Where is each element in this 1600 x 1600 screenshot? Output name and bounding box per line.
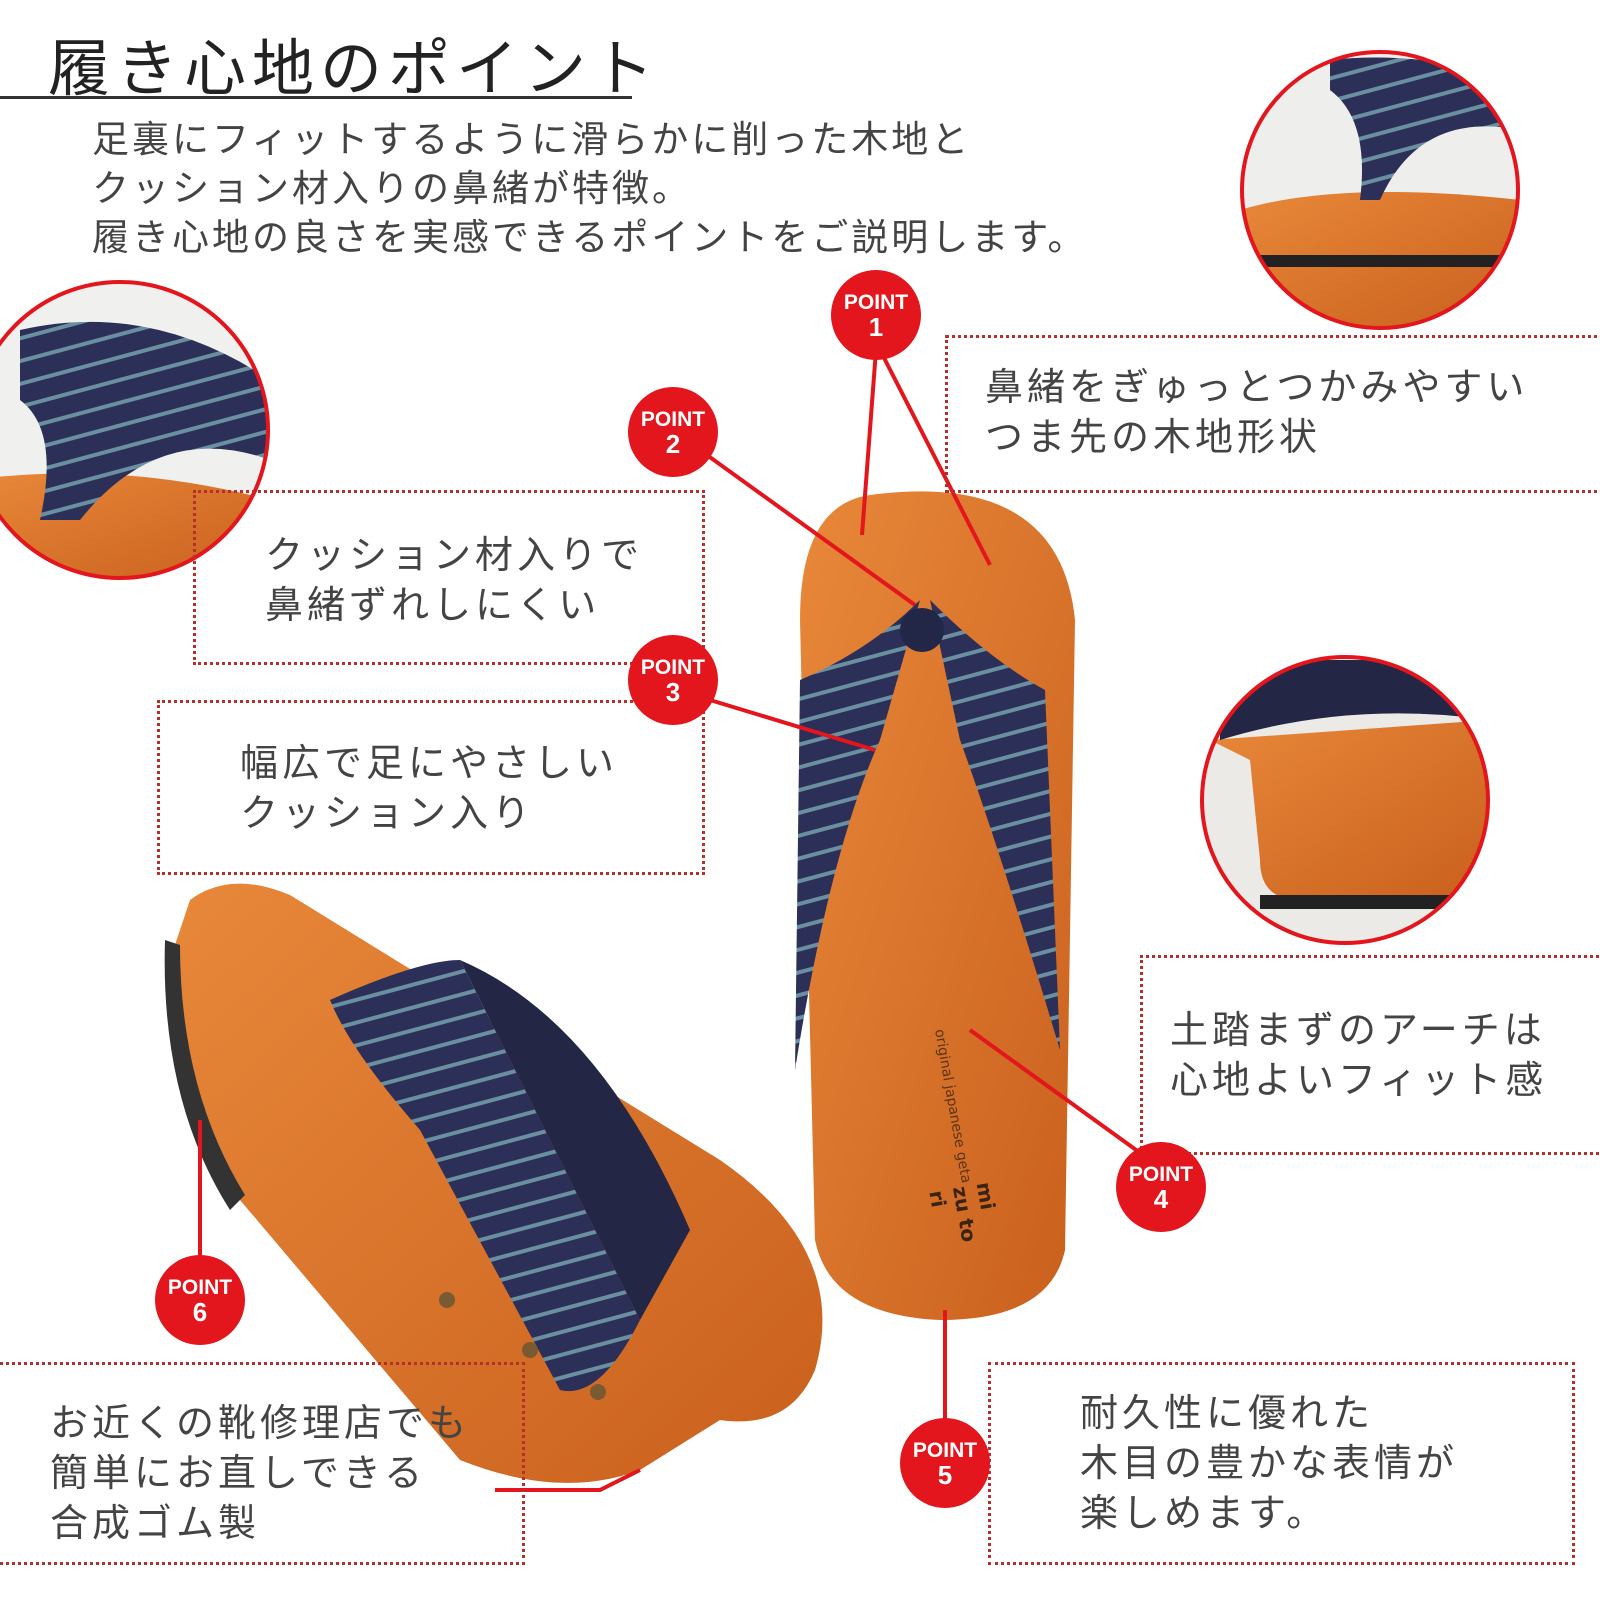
point-4-text: 土踏まずのアーチは心地よいフィット感 <box>1170 1008 1548 1102</box>
point-6-box <box>0 1362 525 1565</box>
point-3-text: 幅広で足にやさしいクッション入り <box>240 741 619 835</box>
point-4-box <box>1140 955 1600 1155</box>
point-3-box <box>157 700 705 875</box>
intro-line: 履き心地の良さを実感できるポイントをご説明します。 <box>92 216 1088 259</box>
intro-line: クッション材入りの鼻緒が特徴。 <box>92 167 692 210</box>
detail-photo-toe <box>1242 52 1518 328</box>
point-1-text: 鼻緒をぎゅっとつかみやすいつま先の木地形状 <box>985 365 1529 459</box>
point-1-box <box>945 335 1600 493</box>
title-underline <box>0 96 632 99</box>
point-2-box <box>193 490 705 665</box>
right-sandal: original japanese geta <box>795 491 1075 1320</box>
intro-text: 足裏にフィットするように滑らかに削った木地と クッション材入りの鼻緒が特徴。 履… <box>92 115 1088 262</box>
left-sandal <box>164 883 823 1483</box>
point-2-text: クッション材入りで鼻緒ずれしにくい <box>265 533 644 627</box>
detail-photo-heel <box>1202 657 1488 943</box>
leader-lines <box>198 349 1152 1492</box>
point-5-text: 耐久性に優れた木目の豊かな表情が楽しめます。 <box>1080 1391 1459 1535</box>
point-6-text: お近くの靴修理店でも簡単にお直しできる合成ゴム製 <box>50 1401 471 1545</box>
intro-line: 足裏にフィットするように滑らかに削った木地と <box>92 118 972 161</box>
page-title: 履き心地のポイント <box>48 32 661 105</box>
brand-name: mi zu to ri <box>924 1180 1001 1244</box>
